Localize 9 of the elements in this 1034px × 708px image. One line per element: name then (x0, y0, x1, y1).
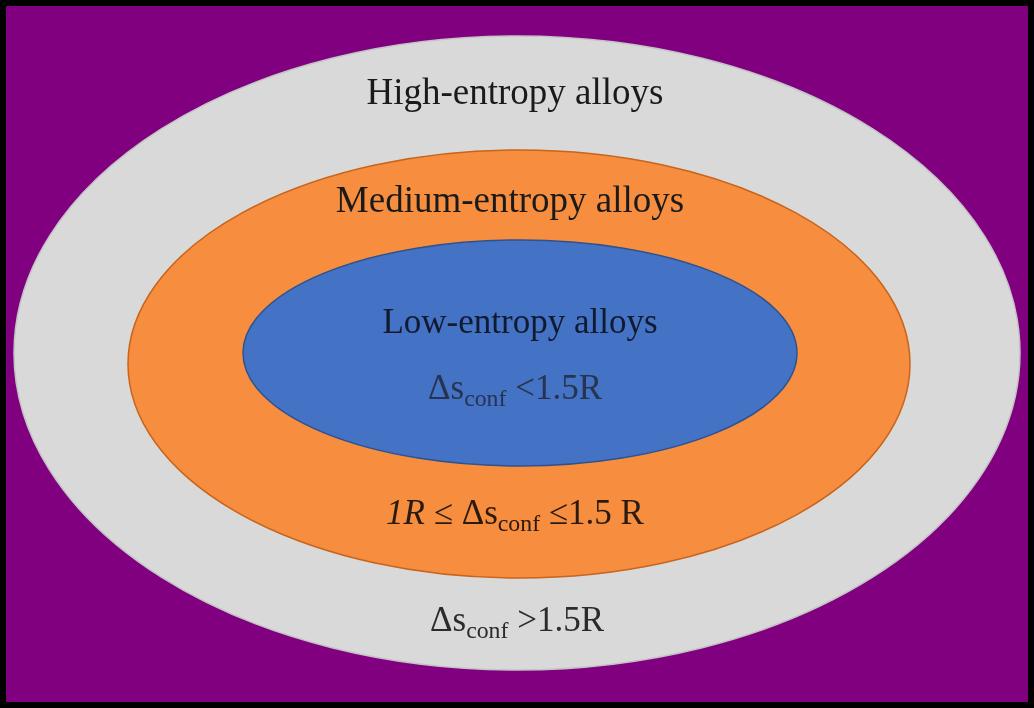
inner-ellipse-region (243, 240, 797, 466)
entropy-range-label: Δs$_{conf}$ >1.5R (430, 599, 604, 641)
region-title: Low-entropy alloys (382, 301, 658, 343)
outer-ellipse-region (14, 36, 1020, 670)
region-title: High-entropy alloys (366, 70, 664, 114)
middle-ellipse-region (128, 150, 910, 578)
entropy-range-label: 1R ≤ Δs$_{conf}$ ≤1.5 R (386, 492, 644, 534)
region-title: Medium-entropy alloys (335, 178, 685, 222)
entropy-range-label: Δs$_{conf}$ <1.5R (428, 367, 602, 409)
